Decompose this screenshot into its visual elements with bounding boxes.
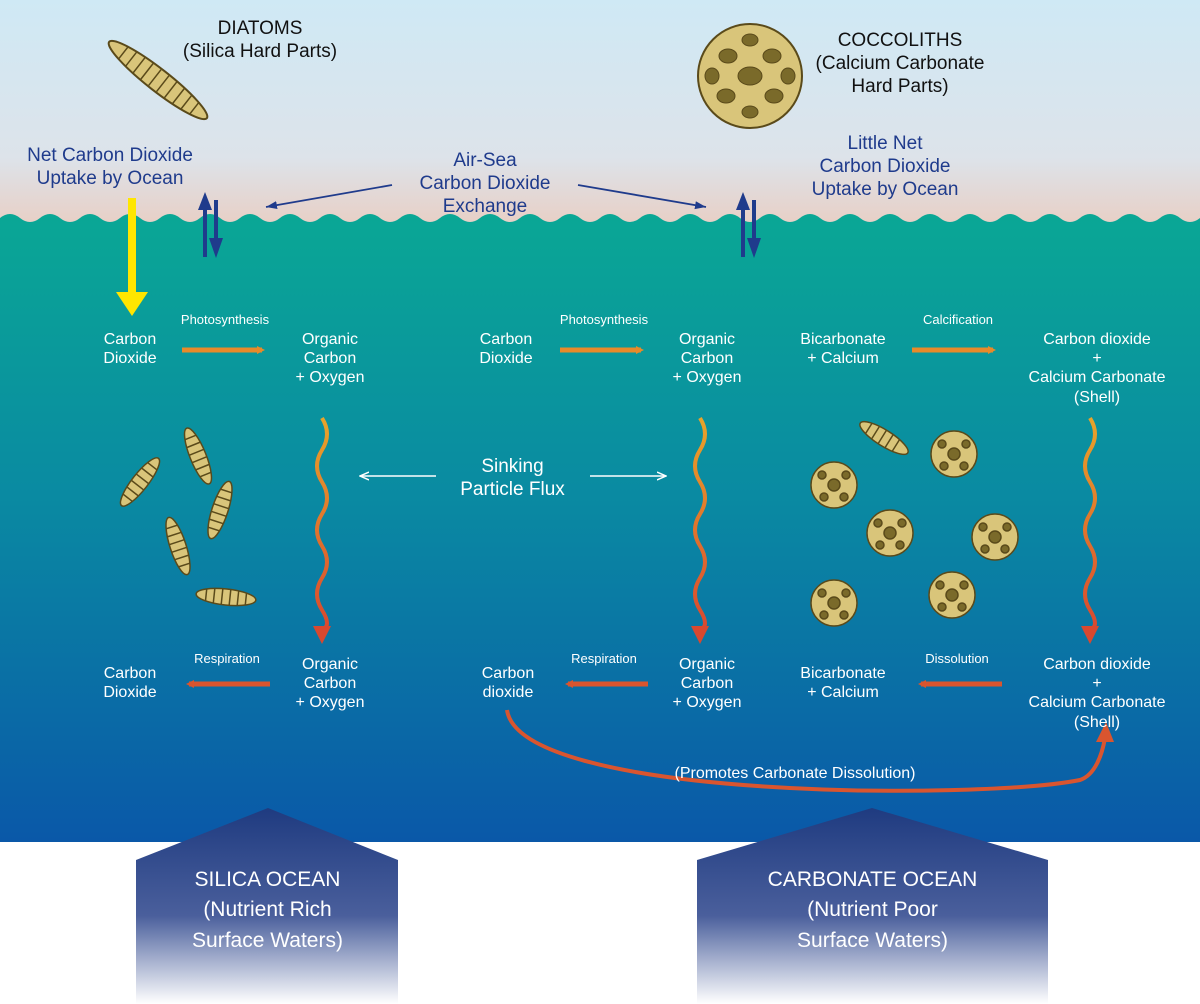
right-shell-bottom: Carbon dioxide + Calcium Carbonate (Shel…: [1028, 656, 1166, 731]
carbonate-ocean-label: CARBONATE OCEAN (Nutrient Poor Surface W…: [767, 868, 978, 952]
middle-respiration-label: Respiration: [571, 651, 637, 666]
exchange-double-arrow-left: [198, 192, 223, 258]
middle-organic-top: Organic Carbon + Oxygen: [672, 331, 742, 387]
exchange-arrow-right: [577, 184, 707, 210]
net-uptake-arrow: [116, 198, 148, 316]
middle-photosynthesis-label: Photosynthesis: [559, 312, 649, 327]
silica-ocean-label: SILICA OCEAN (Nutrient Rich Surface Wate…: [192, 868, 343, 952]
left-organic-top: Organic Carbon + Oxygen: [295, 331, 365, 387]
coccolith-small-5: [810, 579, 858, 627]
left-respiration-label: Respiration: [194, 651, 260, 666]
little-uptake-label: Little Net Carbon Dioxide Uptake by Ocea…: [811, 133, 959, 200]
diatom-small-4: [165, 516, 191, 576]
sinking-wave-middle: [691, 416, 709, 644]
right-bicarbonate-top: Bicarbonate + Calcium: [800, 331, 886, 368]
middle-co2-top: Carbon Dioxide: [479, 331, 533, 368]
left-photosynthesis-label: Photosynthesis: [180, 312, 270, 327]
exchange-label: Air-Sea Carbon Dioxide Exchange: [419, 150, 551, 217]
carbonate-ocean-box: [697, 808, 1048, 1004]
left-organic-bottom: Organic Carbon + Oxygen: [295, 656, 365, 712]
promotes-arrow: [505, 709, 1107, 793]
sinking-wave-left: [313, 416, 331, 644]
right-bicarbonate-bottom: Bicarbonate + Calcium: [800, 665, 886, 702]
diatom-illustration: [107, 39, 209, 121]
sinking-flux-label: Sinking Particle Flux: [460, 456, 565, 500]
silica-ocean-box: [136, 808, 398, 1004]
promotes-label: (Promotes Carbonate Dissolution): [674, 765, 916, 782]
diatom-small-3: [207, 480, 233, 540]
coccolith-small-1: [930, 430, 978, 478]
middle-organic-bottom: Organic Carbon + Oxygen: [672, 656, 742, 712]
coccolith-small-4: [971, 513, 1019, 561]
sinking-wave-right: [1081, 416, 1099, 644]
exchange-arrow-left: [265, 184, 393, 210]
coccolith-small-3: [866, 509, 914, 557]
left-co2-top: Carbon Dioxide: [103, 331, 157, 368]
net-uptake-label: Net Carbon Dioxide Uptake by Ocean: [27, 145, 193, 189]
coccolith-illustration: [697, 23, 803, 129]
diatoms-label: DIATOMS (Silica Hard Parts): [182, 18, 338, 62]
coccolith-small-2: [810, 461, 858, 509]
diatom-small-1: [119, 457, 161, 507]
diatom-small-6: [859, 420, 909, 456]
dissolution-label: Dissolution: [925, 651, 989, 666]
coccoliths-label: COCCOLITHS (Calcium Carbonate Hard Parts…: [815, 30, 985, 97]
calcification-label: Calcification: [922, 312, 994, 327]
ocean-water: [0, 214, 1200, 842]
left-co2-bottom: Carbon Dioxide: [103, 665, 157, 702]
coccolith-small-6: [928, 571, 976, 619]
exchange-double-arrow-right: [736, 192, 761, 258]
diatom-small-2: [183, 427, 213, 485]
diatom-small-5: [195, 587, 257, 607]
right-shell-top: Carbon dioxide + Calcium Carbonate (Shel…: [1028, 331, 1166, 406]
middle-co2-bottom: Carbon dioxide: [481, 665, 535, 702]
